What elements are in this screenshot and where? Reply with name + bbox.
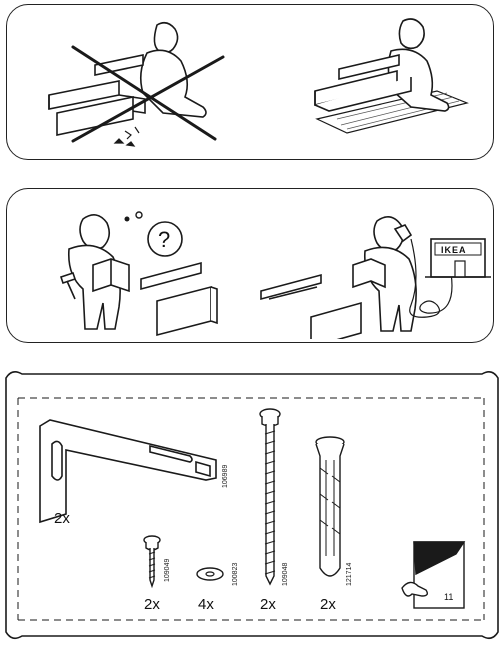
call-store-illustration: IKEA <box>260 216 491 339</box>
wall-plug-part-number: 121714 <box>346 562 353 586</box>
washer-qty: 4x <box>198 596 214 613</box>
parts-bag: 2x 2x 4x 2x 2x 106989 109049 100823 1090… <box>0 364 502 650</box>
bracket-part <box>39 419 217 524</box>
bracket-part-number: 106989 <box>222 464 229 488</box>
tips-panel-floor <box>6 4 494 160</box>
question-mark-icon: ? <box>158 227 170 252</box>
turn-page-icon <box>401 541 466 609</box>
wrong-way-illustration <box>48 21 225 147</box>
cross-mark-icon <box>71 45 225 143</box>
wall-plug-qty: 2x <box>320 596 336 613</box>
right-way-illustration <box>314 18 469 134</box>
washer-part <box>196 567 224 581</box>
washer-part-number: 100823 <box>232 562 239 586</box>
long-screw-qty: 2x <box>260 596 276 613</box>
bracket-qty: 2x <box>54 510 70 527</box>
confused-person-illustration: ? <box>59 211 218 337</box>
small-screw-part <box>143 535 161 589</box>
ikea-store-icon: IKEA <box>425 238 491 278</box>
wall-plug-part <box>315 436 345 577</box>
small-screw-part-number: 109049 <box>164 558 171 582</box>
long-screw-part-number: 109048 <box>282 562 289 586</box>
phone-cord <box>409 238 458 318</box>
long-screw-part <box>259 408 281 586</box>
small-screw-qty: 2x <box>144 596 160 613</box>
tips-panel-help: ? IKEA <box>6 188 494 343</box>
page-number: 11 <box>444 592 454 602</box>
store-sign-text: IKEA <box>441 245 467 255</box>
bag-outline <box>5 370 499 640</box>
